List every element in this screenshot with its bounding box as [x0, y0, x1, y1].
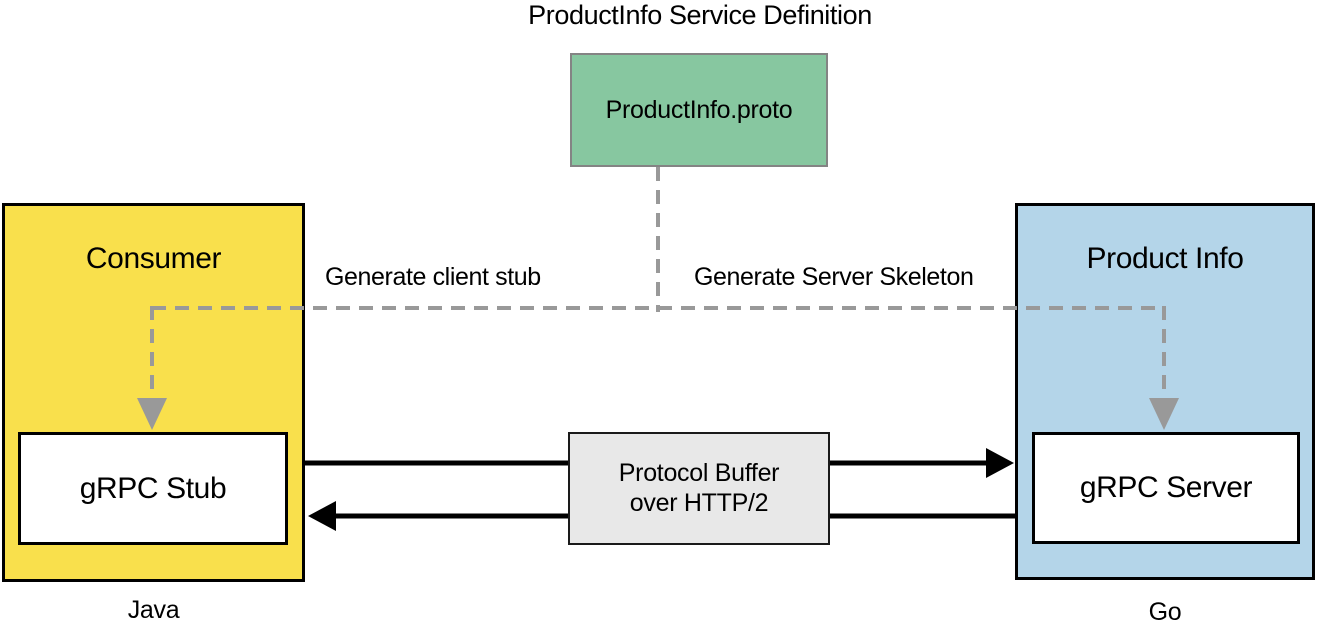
node-productinfo-proto: ProductInfo.proto	[570, 53, 828, 167]
transport-label-line2: over HTTP/2	[629, 488, 769, 517]
grpc-stub-label: gRPC Stub	[79, 471, 227, 505]
grpc-server-label: gRPC Server	[1079, 471, 1253, 504]
diagram-title: ProductInfo Service Definition	[528, 0, 872, 30]
platform-label-java: Java	[127, 596, 180, 624]
productinfo-proto-label: ProductInfo.proto	[605, 95, 793, 124]
gray-down-arrowhead-right-icon	[1149, 398, 1179, 430]
consumer-label: Consumer	[85, 242, 222, 275]
platform-label-go: Go	[1148, 598, 1182, 626]
edge-label-generate-client-stub: Generate client stub	[325, 263, 541, 291]
product-info-label: Product Info	[1086, 242, 1244, 275]
node-grpc-stub: gRPC Stub	[18, 432, 288, 545]
edge-label-generate-server-skeleton: Generate Server Skeleton	[694, 263, 974, 291]
black-right-arrowhead-icon	[986, 448, 1014, 478]
black-left-arrowhead-icon	[308, 501, 336, 531]
transport-label-line1: Protocol Buffer	[618, 459, 780, 488]
node-protocol-buffer: Protocol Buffer over HTTP/2	[568, 432, 830, 545]
node-grpc-server: gRPC Server	[1032, 432, 1300, 544]
gray-down-arrowhead-left-icon	[137, 398, 167, 430]
